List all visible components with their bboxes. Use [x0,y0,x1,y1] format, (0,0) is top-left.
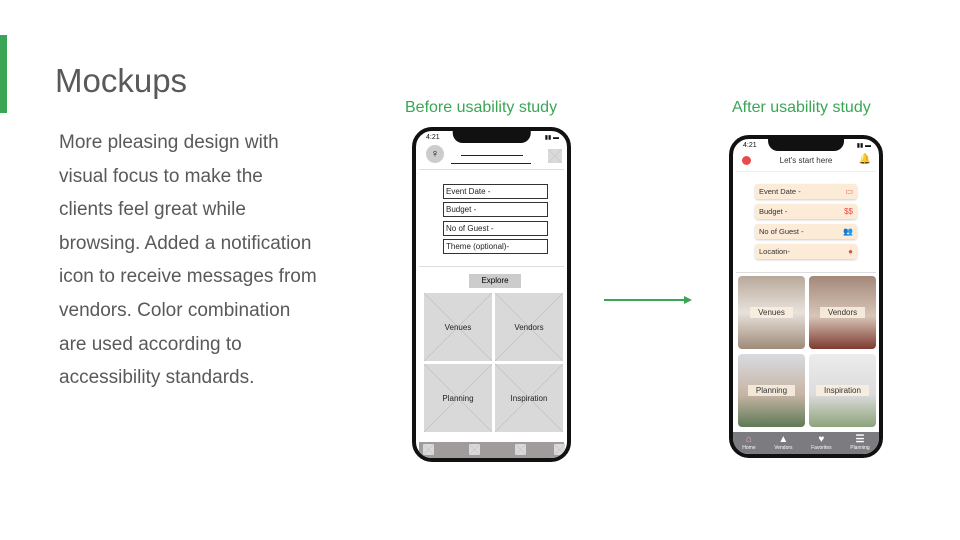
divider [736,272,876,273]
bottom-nav [419,442,565,458]
guests-field[interactable]: No of Guest - [443,221,548,236]
status-icons: ▮▮ ▬ [856,143,871,149]
before-phone-mockup: 4:21 ▮▮ ▬ ♀ Event Date - Budget - No of … [412,127,571,462]
inspiration-tile[interactable]: Inspiration [495,364,563,432]
slide-title: Mockups [55,62,188,99]
event-date-field[interactable]: Event Date - [443,184,548,199]
location-pin-icon: ● [848,247,853,256]
list-icon: ☰ [855,434,865,445]
divider [419,169,564,170]
venues-tile[interactable]: Venues [424,293,492,361]
planning-tile[interactable]: Planning [738,354,805,427]
header-title: Let's start here [779,156,833,165]
inspiration-tile[interactable]: Inspiration [809,354,876,427]
people-icon: 👥 [843,227,853,236]
after-caption: After usability study [732,99,871,116]
nav-planning[interactable]: ☰Planning [850,434,870,452]
phone-notch [452,131,531,143]
nav-home[interactable]: ⌂Home [742,434,756,452]
status-icons: ▮▮ ▬ [544,135,559,141]
after-phone-mockup: 4:21 ▮▮ ▬ Let's start here 🔔 Event Date … [729,135,883,458]
venues-tile[interactable]: Venues [738,276,805,349]
bottom-nav: ⌂Home ▲Vendors ♥Favorites ☰Planning [733,432,879,454]
status-time: 4:21 [426,134,440,141]
vendors-tile[interactable]: Vendors [809,276,876,349]
guests-field[interactable]: No of Guest -👥 [755,224,857,239]
divider [736,171,876,172]
accent-bar [0,35,7,113]
header-line [451,163,531,164]
nav-placeholder-icon[interactable] [515,444,526,455]
phone-notch [768,139,844,151]
event-date-field[interactable]: Event Date -▭ [755,184,857,199]
avatar-icon[interactable]: ♀ [426,145,444,163]
slide-body: More pleasing design with visual focus t… [59,132,317,389]
budget-field[interactable]: Budget -$$ [755,204,857,219]
notification-bell-icon[interactable]: 🔔 [858,154,871,165]
divider [419,266,564,267]
heart-icon: ♥ [818,434,825,445]
nav-placeholder-icon[interactable] [423,444,434,455]
planning-tile[interactable]: Planning [424,364,492,432]
header-line [461,155,523,156]
vendors-icon: ▲ [778,434,789,445]
arrow-right-icon [604,296,692,304]
nav-placeholder-icon[interactable] [469,444,480,455]
nav-vendors[interactable]: ▲Vendors [774,434,793,452]
location-field[interactable]: Location-● [755,244,857,259]
nav-placeholder-icon[interactable] [554,444,565,455]
vendors-tile[interactable]: Vendors [495,293,563,361]
home-icon: ⌂ [745,434,752,445]
nav-favorites[interactable]: ♥Favorites [811,434,832,452]
notification-placeholder-icon[interactable] [548,149,562,163]
calendar-icon: ▭ [845,187,853,196]
theme-field[interactable]: Theme (optional)- [443,239,548,254]
status-time: 4:21 [743,142,757,149]
dollar-icon: $$ [844,207,853,216]
explore-button[interactable]: Explore [469,274,521,288]
profile-icon[interactable] [742,156,751,165]
before-caption: Before usability study [405,99,558,116]
budget-field[interactable]: Budget - [443,202,548,217]
